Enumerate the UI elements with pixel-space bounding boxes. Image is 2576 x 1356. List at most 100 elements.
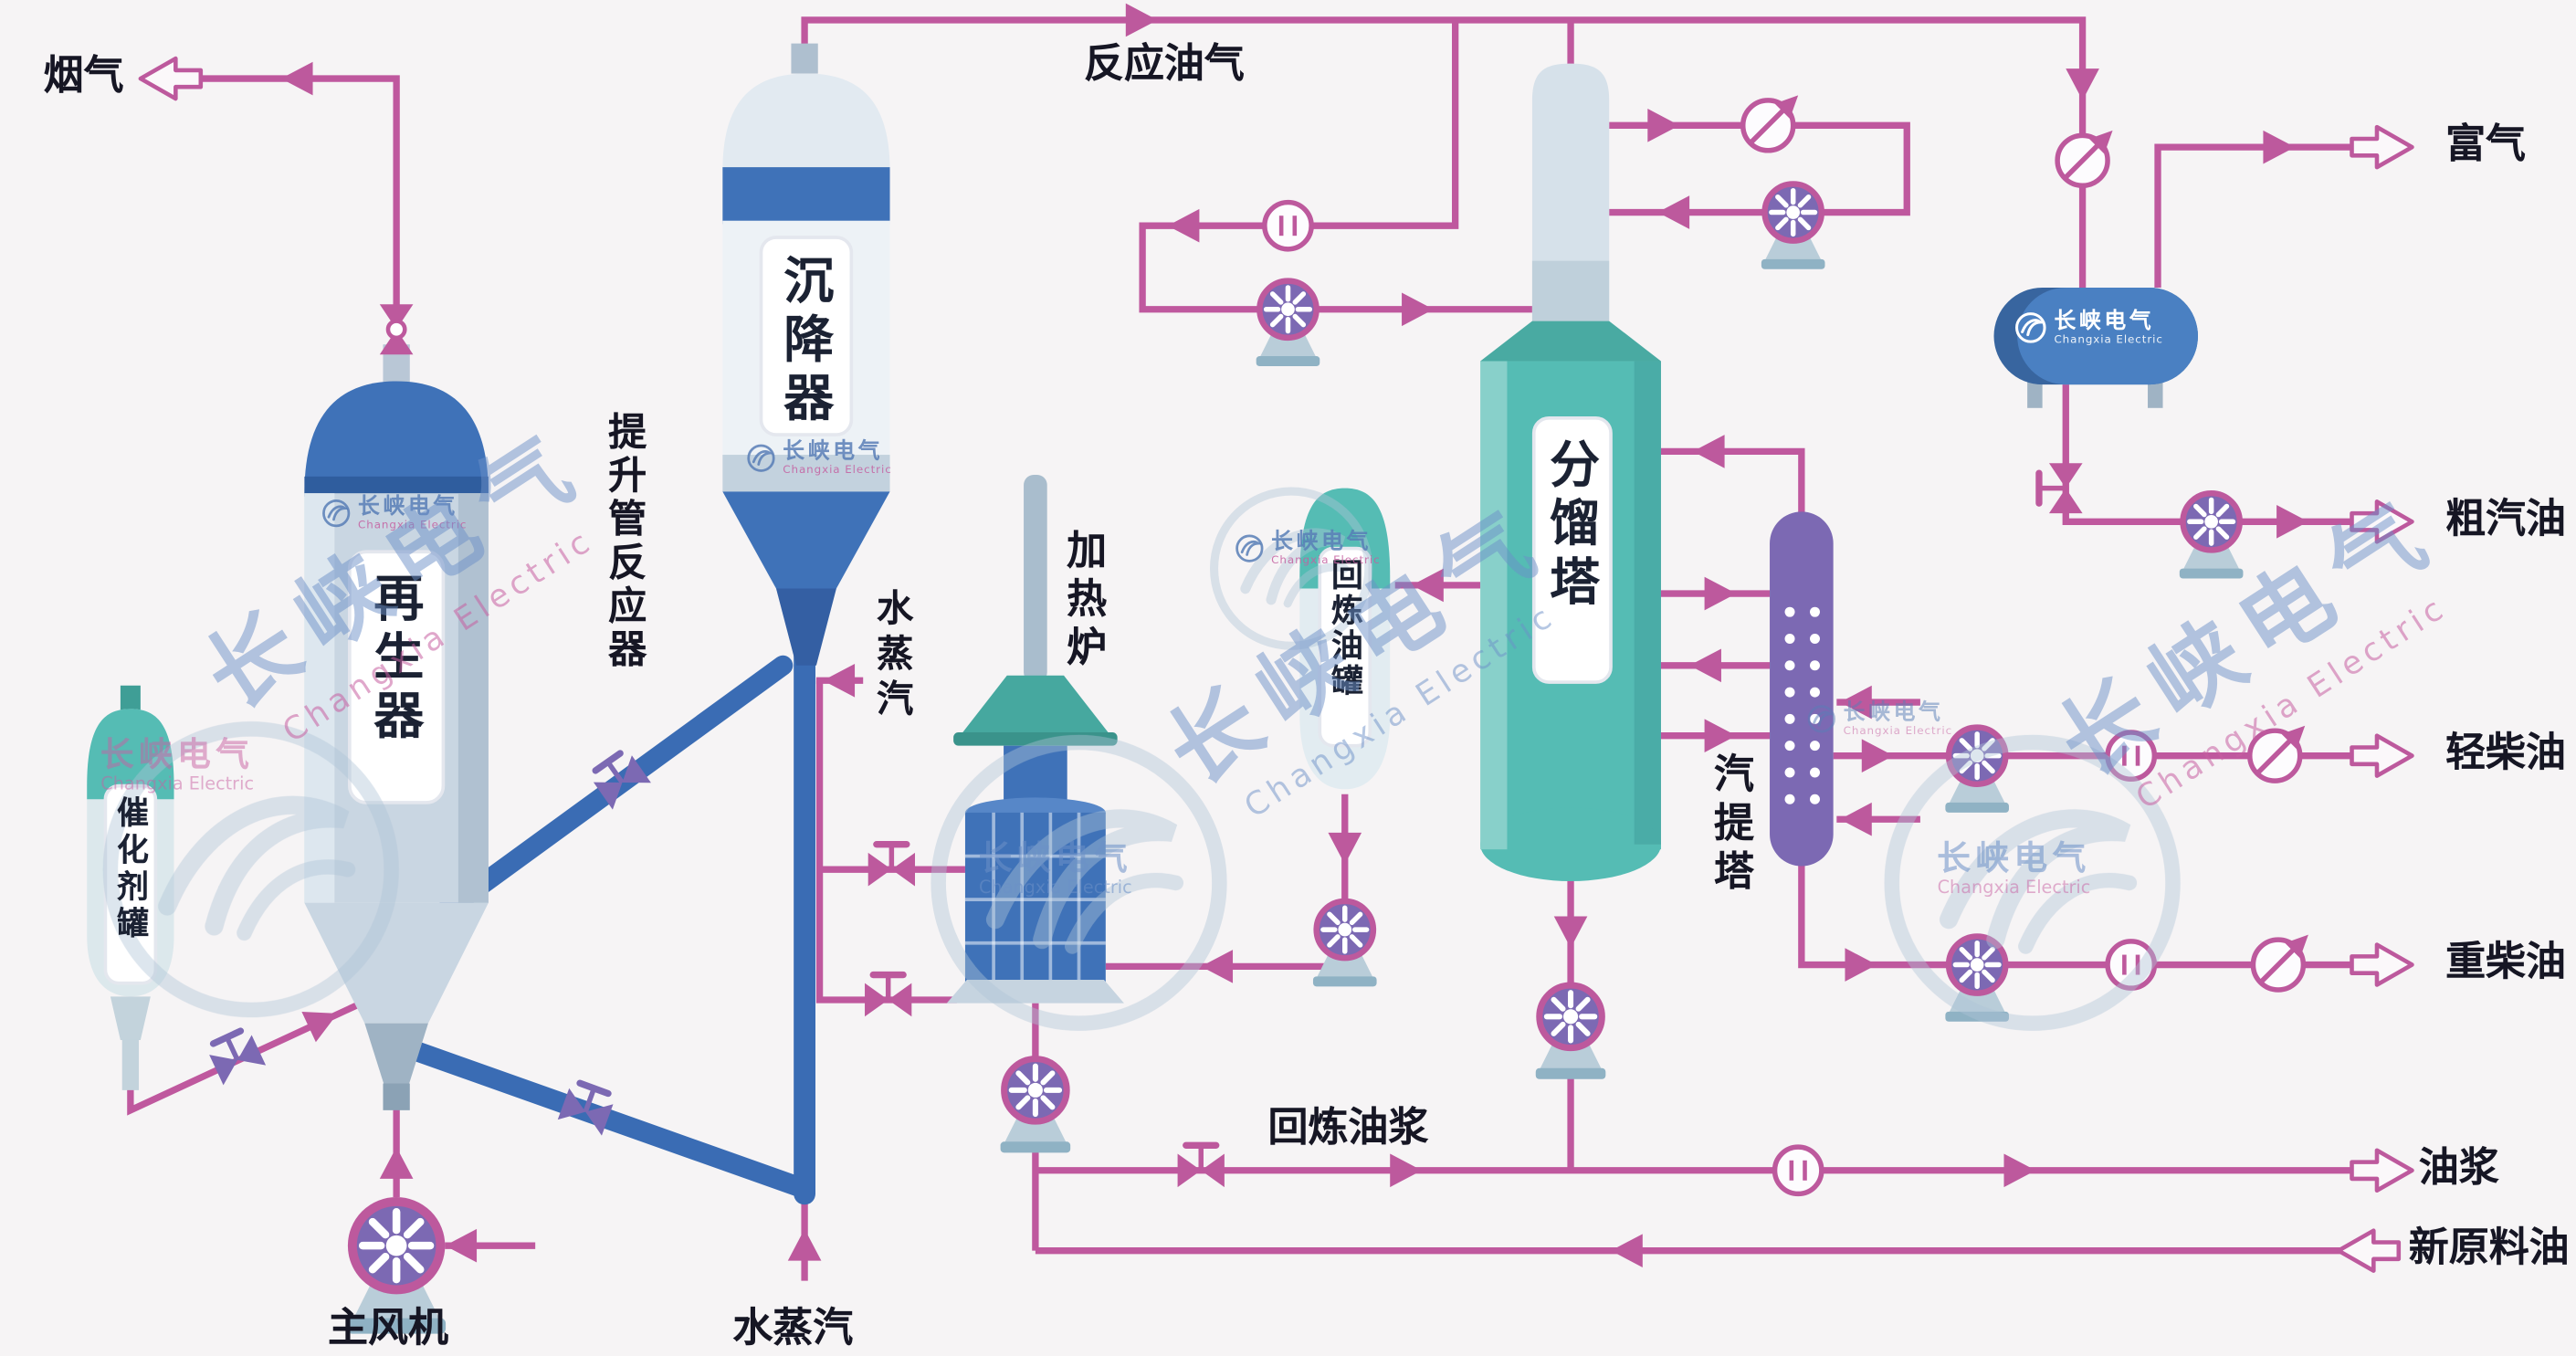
- inlet-arrow-fresh-feed: [2339, 1231, 2399, 1271]
- label-light-diesel: 轻柴油: [2445, 729, 2566, 776]
- slurry-flow-meter: [1775, 1147, 1822, 1193]
- reflux-flow-meter: [1265, 203, 1311, 249]
- outlet-arrow-crude-gasoline: [2352, 501, 2413, 541]
- arrow-heavy-diesel: [1845, 948, 1877, 982]
- arrow-steam-side: [823, 663, 856, 698]
- label-stripper: 汽提塔: [1706, 752, 1754, 899]
- label-fractionator: 分馏塔: [1540, 437, 1599, 615]
- pumparound-pump: [1761, 184, 1825, 268]
- brand-logo-icon: [2015, 312, 2046, 344]
- arrow-slurry-1: [1390, 1153, 1423, 1188]
- overhead-condenser: [2057, 131, 2112, 185]
- label-oil-slurry: 油浆: [2418, 1143, 2499, 1191]
- arrow-tank-down: [1328, 832, 1362, 865]
- brand-logo-icon: [322, 499, 351, 528]
- arrow-steam-stub-2: [1839, 802, 1872, 836]
- label-heating-furnace: 加热炉: [1058, 528, 1107, 674]
- pipe-catalyst-feed: [127, 1000, 363, 1116]
- arrow-fresh-feed: [1611, 1234, 1643, 1267]
- label-recycle-slurry: 回炼油浆: [1267, 1103, 1429, 1151]
- outlet-arrow-rich-gas: [2352, 127, 2413, 167]
- arrow-blower-in: [445, 1228, 478, 1263]
- arrow-slurry-2: [2003, 1153, 2036, 1188]
- furnace-steam-valve-lower: [865, 975, 911, 1017]
- pipe-overhead: [801, 16, 2087, 288]
- arrow-rich-gas: [2263, 130, 2296, 164]
- pipe-rich-gas: [2154, 143, 2356, 288]
- label-main-blower: 主风机: [328, 1304, 448, 1351]
- regenerator-vessel: [304, 344, 489, 1110]
- label-regenerator: 再生器: [363, 572, 423, 748]
- arrow-pumparound-2: [1657, 195, 1690, 229]
- catalyst-feed-valve: [205, 1027, 266, 1085]
- pipe-stripper-top: [1660, 447, 1805, 522]
- arrow-reflux-2: [1402, 292, 1434, 327]
- arrow-blower-up: [379, 1147, 414, 1179]
- outlet-arrow-heavy-diesel: [2352, 945, 2413, 985]
- pipe-flue-gas: [197, 75, 400, 348]
- drum-outlet-valve: [2039, 463, 2083, 513]
- fractionator-vessel: [1480, 63, 1661, 881]
- accumulator-drum-vessel: [1993, 287, 2198, 408]
- label-rich-gas: 富气: [2445, 120, 2527, 168]
- arrow-steam-bottom: [787, 1228, 822, 1261]
- furnace-steam-valve-upper: [868, 845, 915, 887]
- gasoline-pump: [2180, 493, 2244, 578]
- label-fresh-feed: 新原料油: [2408, 1224, 2570, 1271]
- pipe-heavy-diesel: [1798, 856, 2356, 969]
- label-settler: 沉降器: [773, 254, 833, 430]
- recycle-tank-label-plate: [1318, 546, 1372, 748]
- fractionator-bottoms-pump: [1536, 985, 1606, 1079]
- arrow-overhead: [1125, 3, 1158, 37]
- recycle-oil-pump: [1313, 901, 1377, 986]
- arrow-pumparound-1: [1647, 109, 1680, 142]
- stripper-vessel: [1770, 511, 1834, 867]
- brand-logo-icon: [1807, 705, 1835, 733]
- arrow-reflux-1: [1167, 208, 1200, 243]
- settler-label-plate: [759, 236, 854, 436]
- arrow-stripper-return: [1689, 648, 1721, 683]
- pumparound-cooler: [1743, 95, 1798, 150]
- label-crude-gasoline: 粗汽油: [2445, 495, 2566, 542]
- reflux-pump: [1256, 281, 1320, 366]
- furnace-feed-pump: [1001, 1059, 1071, 1153]
- outlet-arrow-flue-gas: [141, 58, 201, 99]
- arrow-bottoms-down: [1553, 916, 1588, 949]
- arrow-stripper-draw-1: [1704, 576, 1737, 611]
- arrow-stripper-draw-2: [1704, 719, 1737, 752]
- outlet-arrow-oil-slurry: [2352, 1151, 2413, 1191]
- label-flue-gas: 烟气: [43, 51, 124, 100]
- arrow-to-condenser: [2066, 68, 2099, 100]
- brand-logo-icon: [1235, 534, 1264, 563]
- logo-watermark-right: [1892, 742, 2173, 1024]
- pipe-crude-gasoline: [2062, 384, 2356, 525]
- fractionator-label-plate: [1531, 415, 1613, 684]
- label-steam-side: 水蒸汽: [869, 588, 912, 724]
- regenerator-label-plate: [348, 550, 446, 804]
- recycle-slurry-valve: [1178, 1145, 1225, 1187]
- settler-vessel: [722, 43, 890, 666]
- label-heavy-diesel: 重柴油: [2445, 938, 2566, 985]
- outlet-arrow-light-diesel: [2352, 736, 2413, 776]
- stripper-trays: [1784, 606, 1820, 804]
- label-steam-bottom: 水蒸汽: [732, 1304, 854, 1351]
- brand-logo-icon: [747, 445, 775, 473]
- flow-arrows: [280, 3, 2308, 1267]
- light-diesel-cooler: [2250, 726, 2305, 781]
- arrow-flue: [280, 61, 313, 96]
- arrow-recycle-tank: [1412, 568, 1444, 603]
- label-reaction-oil-gas: 反应油气: [1084, 39, 1245, 88]
- arrow-light-diesel: [1861, 739, 1894, 773]
- label-recycle-oil-tank: 回炼油罐: [1326, 558, 1363, 699]
- arrow-stripper-top: [1692, 435, 1725, 468]
- flue-butterfly-valve: [380, 304, 414, 354]
- label-catalyst-tank: 催化剂罐: [111, 795, 149, 943]
